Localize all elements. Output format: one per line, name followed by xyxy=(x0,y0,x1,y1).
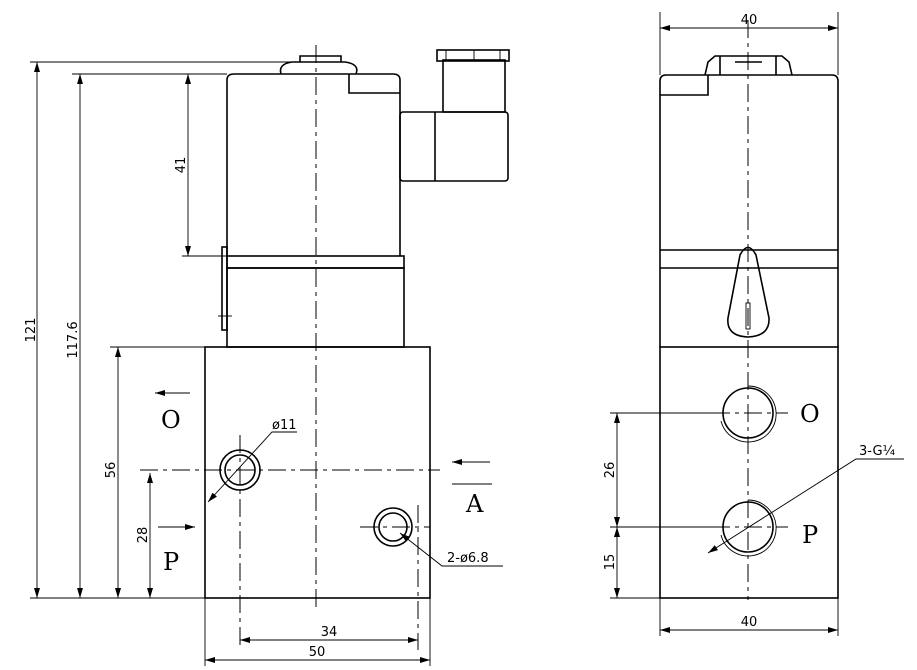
dim-50: 50 xyxy=(309,645,326,660)
side-view: 121 117.6 41 56 28 34 50 ø11 2-ø6.8 O P … xyxy=(24,45,510,666)
dim-28: 28 xyxy=(136,527,151,544)
dim-117-6: 117.6 xyxy=(66,321,81,358)
dim-121: 121 xyxy=(24,318,39,343)
valve-body xyxy=(204,346,431,599)
port-o-label: O xyxy=(800,400,820,428)
dim-26: 26 xyxy=(603,462,618,479)
cap-nut xyxy=(279,55,358,75)
port-p-label: P xyxy=(163,548,179,576)
coil-notch xyxy=(348,74,400,94)
connector-body xyxy=(399,111,509,182)
front-view: O P 40 40 26 15 3-G¼ xyxy=(603,12,904,636)
callout-hole-large: ø11 xyxy=(272,418,297,433)
dim-15: 15 xyxy=(603,554,618,571)
port-p-label: P xyxy=(802,521,818,549)
manual-override-lever xyxy=(727,246,770,338)
port-hole-large xyxy=(219,449,261,491)
connector-plug xyxy=(442,59,506,113)
valve-body xyxy=(659,346,839,599)
dim-41: 41 xyxy=(174,157,189,174)
dim-34: 34 xyxy=(321,625,338,640)
coil-housing xyxy=(659,74,839,250)
callout-thread: 3-G¼ xyxy=(859,444,896,459)
coil-housing xyxy=(226,73,401,256)
dim-56: 56 xyxy=(104,462,119,479)
connector-cap xyxy=(436,49,510,62)
dim-bottom-40: 40 xyxy=(741,615,758,630)
port-a-label: A xyxy=(465,490,484,518)
port-o-label: O xyxy=(161,406,181,434)
callout-mount-holes: 2-ø6.8 xyxy=(447,551,489,566)
dim-top-40: 40 xyxy=(741,13,758,28)
bracket xyxy=(221,246,228,331)
